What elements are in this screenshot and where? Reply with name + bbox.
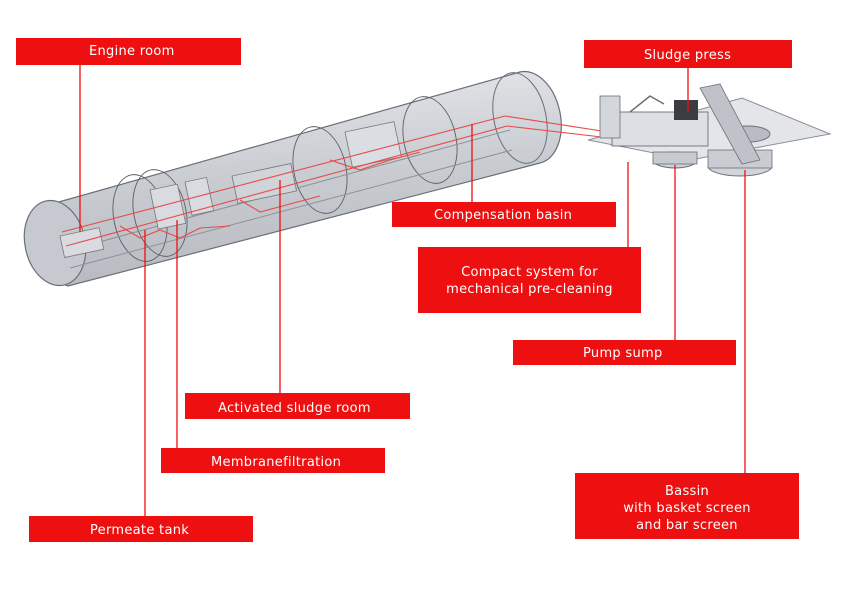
label-text-line1: Compact system for <box>461 265 598 280</box>
label-text-line2: with basket screen <box>623 501 751 516</box>
label-permeate-tank: Permeate tank <box>29 516 253 542</box>
label-text-line1: Bassin <box>664 484 710 499</box>
label-pump-sump: Pump sump <box>513 340 736 365</box>
label-membranefiltration: Membranefiltration <box>161 448 385 473</box>
label-text: Compensation basin <box>434 208 573 223</box>
label-compensation-basin: Compensation basin <box>392 202 616 227</box>
label-engine-room: Engine room <box>16 38 241 65</box>
tunnel <box>23 70 562 287</box>
label-text: Engine room <box>89 44 175 59</box>
label-activated-sludge-room: Activated sludge room <box>185 393 410 419</box>
label-text: Pump sump <box>583 346 663 361</box>
pre-treatment-plant <box>587 83 832 177</box>
label-sludge-press: Sludge press <box>584 40 792 68</box>
label-bassin: Bassin with basket screen and bar screen <box>575 473 799 539</box>
label-text-line2: mechanical pre-cleaning <box>446 282 613 297</box>
leader-lines <box>79 65 746 516</box>
piping <box>61 115 611 247</box>
label-text: Sludge press <box>644 48 732 63</box>
label-text: Activated sludge room <box>218 401 371 416</box>
label-text: Membranefiltration <box>211 455 342 470</box>
label-text: Permeate tank <box>90 523 190 538</box>
label-text-line3: and bar screen <box>636 518 738 533</box>
label-compact-system: Compact system for mechanical pre-cleani… <box>418 247 641 313</box>
